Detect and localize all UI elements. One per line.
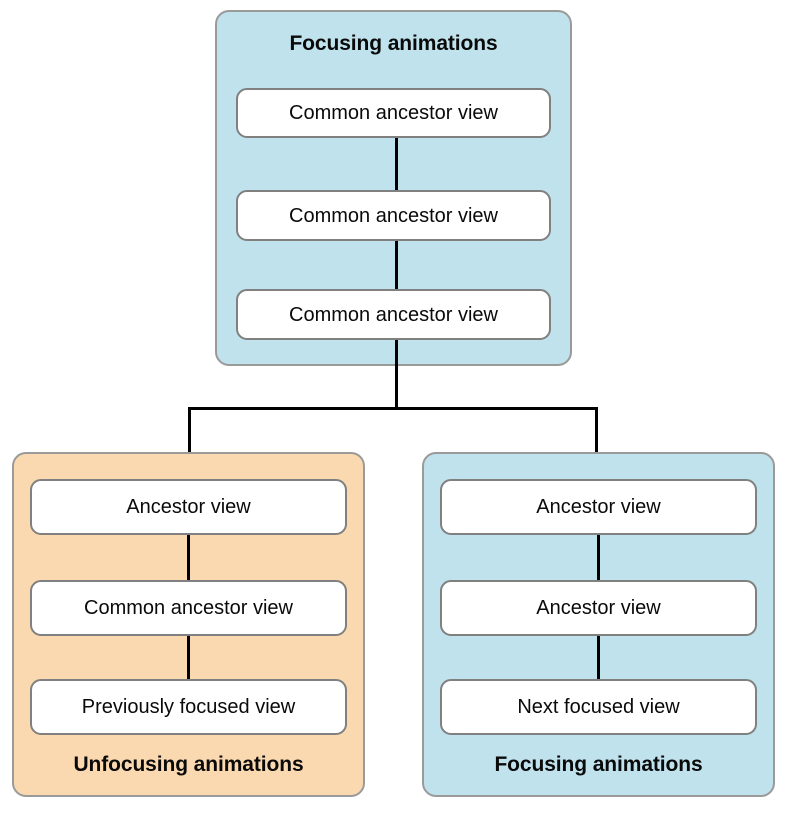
connector-branch-right bbox=[595, 407, 598, 479]
node-ancestor-view-right-1[interactable]: Ancestor view bbox=[440, 479, 757, 535]
connector-left-node0-node1 bbox=[187, 535, 190, 580]
connector-trunk-stem bbox=[395, 340, 398, 410]
group-title-top: Focusing animations bbox=[289, 32, 498, 55]
connector-split-bar bbox=[188, 407, 598, 410]
group-title-bottom-right: Focusing animations bbox=[494, 753, 703, 776]
node-common-ancestor-view-top-2[interactable]: Common ancestor view bbox=[236, 190, 551, 241]
node-common-ancestor-view-top-3[interactable]: Common ancestor view bbox=[236, 289, 551, 340]
connector-top-node1-node2 bbox=[395, 241, 398, 289]
connector-branch-left bbox=[188, 407, 191, 479]
node-previously-focused-view[interactable]: Previously focused view bbox=[30, 679, 347, 735]
node-ancestor-view-left-1[interactable]: Ancestor view bbox=[30, 479, 347, 535]
connector-right-node0-node1 bbox=[597, 535, 600, 580]
node-ancestor-view-right-2[interactable]: Ancestor view bbox=[440, 580, 757, 636]
node-common-ancestor-view-left[interactable]: Common ancestor view bbox=[30, 580, 347, 636]
connector-left-node1-node2 bbox=[187, 636, 190, 679]
connector-right-node1-node2 bbox=[597, 636, 600, 679]
group-title-bottom-left: Unfocusing animations bbox=[73, 753, 304, 776]
node-next-focused-view[interactable]: Next focused view bbox=[440, 679, 757, 735]
connector-top-node0-node1 bbox=[395, 138, 398, 190]
node-common-ancestor-view-top-1[interactable]: Common ancestor view bbox=[236, 88, 551, 138]
